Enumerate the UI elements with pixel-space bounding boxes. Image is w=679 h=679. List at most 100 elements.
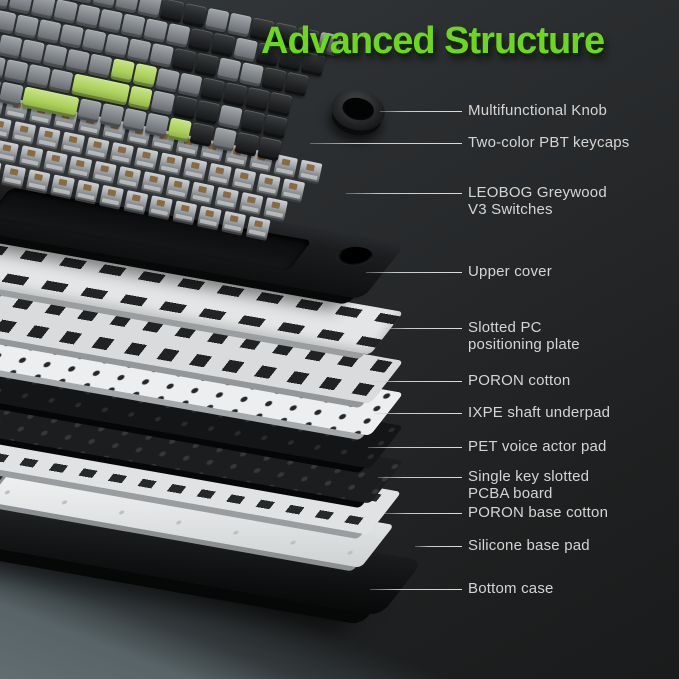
switch <box>207 162 232 186</box>
keycap <box>204 7 230 33</box>
switch <box>182 157 208 181</box>
switch <box>231 167 257 191</box>
switch <box>11 121 37 145</box>
switch <box>238 192 264 215</box>
keycap <box>261 66 287 92</box>
switch <box>133 147 159 171</box>
switch <box>148 195 173 219</box>
leader-ixpe-shaft-underpad <box>374 413 462 414</box>
switch <box>50 174 75 198</box>
keycap <box>59 23 84 49</box>
switch <box>246 216 271 239</box>
label-upper-cover: Upper cover <box>468 263 552 280</box>
keycap <box>149 90 175 116</box>
switch <box>165 176 191 200</box>
keycap <box>137 0 163 19</box>
keycap <box>194 99 220 125</box>
keycap <box>132 63 158 88</box>
switch <box>197 205 222 229</box>
keycap <box>126 38 152 64</box>
label-ixpe-shaft-underpad: IXPE shaft underpad <box>468 404 610 421</box>
keycap <box>200 77 225 103</box>
label-greywood-v3-switches-line: V3 Switches <box>468 201 553 218</box>
keycap <box>188 27 213 53</box>
keycap <box>239 109 265 135</box>
label-pcba-board-line: PCBA board <box>468 485 553 502</box>
keycap <box>122 107 147 133</box>
switch <box>0 140 19 163</box>
keycap <box>233 37 258 63</box>
label-positioning-plate-line: positioning plate <box>468 336 580 353</box>
keycap <box>81 28 107 54</box>
keycap <box>211 126 237 152</box>
leader-poron-cotton <box>372 381 462 382</box>
label-multifunctional-knob: Multifunctional Knob <box>468 102 607 119</box>
switch <box>214 186 239 210</box>
leader-positioning-plate <box>384 328 462 329</box>
keycap <box>256 136 282 162</box>
keycap <box>30 0 56 20</box>
leader-pcba-board <box>378 477 462 478</box>
label-ixpe-shaft-underpad-line: IXPE shaft underpad <box>468 404 611 421</box>
label-poron-base-cotton: PORON base cotton <box>468 504 608 521</box>
switch <box>116 166 142 189</box>
keycap <box>42 43 68 69</box>
switch <box>123 190 149 213</box>
switch <box>60 131 86 155</box>
label-silicone-base-pad-line: Silicone base pad <box>468 537 590 554</box>
switch <box>18 145 44 169</box>
switch <box>74 179 100 203</box>
label-upper-cover-line: Upper cover <box>468 263 552 280</box>
keycap <box>104 33 129 59</box>
keycap <box>14 14 39 40</box>
keycap <box>262 114 288 140</box>
label-poron-base-cotton-line: PORON base cotton <box>468 504 609 521</box>
label-poron-cotton: PORON cotton <box>468 372 570 389</box>
keycap <box>99 103 125 128</box>
leader-silicone-base-pad <box>415 546 462 547</box>
switch <box>85 136 110 160</box>
keycap <box>284 71 309 97</box>
label-pbt-keycaps-line: Two-color PBT keycaps <box>468 134 630 151</box>
leader-upper-cover <box>366 272 462 273</box>
keycap <box>77 98 102 124</box>
switch <box>99 184 124 208</box>
keycap <box>227 12 253 38</box>
keycap <box>26 63 51 89</box>
keycap <box>217 104 243 130</box>
keycap <box>171 47 197 73</box>
label-pet-voice-actor-pad: PET voice actor pad <box>468 438 607 455</box>
keycap <box>177 72 203 98</box>
label-positioning-plate-line: Slotted PC <box>468 319 542 336</box>
keycap <box>127 85 153 111</box>
leader-poron-base-cotton <box>384 513 462 514</box>
switch <box>36 126 61 150</box>
switch <box>43 150 68 174</box>
keycap <box>65 48 90 74</box>
switch <box>280 178 306 202</box>
switch <box>109 142 134 165</box>
keycap <box>53 0 79 25</box>
keycap <box>167 117 192 143</box>
keycap <box>245 86 270 112</box>
keycap <box>234 131 260 157</box>
keycap <box>189 122 215 148</box>
switch <box>1 164 27 187</box>
keycap <box>159 0 185 24</box>
switch <box>158 152 183 176</box>
keycap <box>165 23 191 48</box>
leader-pbt-keycaps <box>310 143 462 144</box>
keycap <box>144 112 170 138</box>
keycap <box>48 68 74 94</box>
keycap <box>194 52 219 78</box>
keycap <box>3 59 29 85</box>
keycap <box>87 53 113 79</box>
keycap <box>172 95 198 120</box>
keycap <box>20 39 45 65</box>
keycap <box>98 8 124 34</box>
switch <box>141 171 166 195</box>
